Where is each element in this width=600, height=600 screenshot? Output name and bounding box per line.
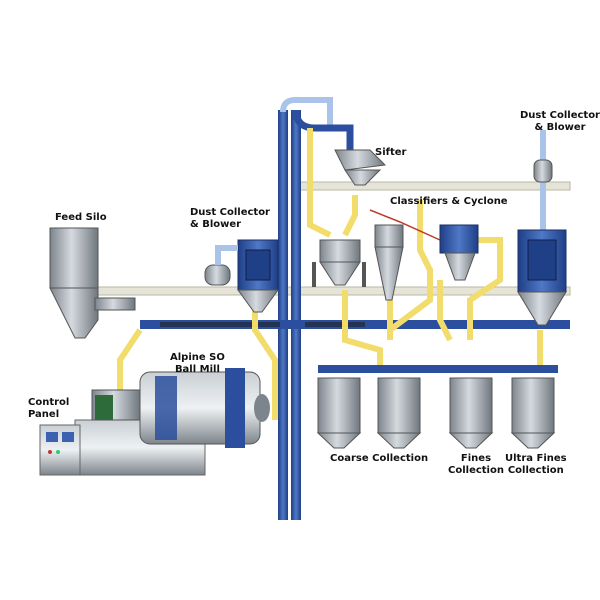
collection-bins: [316, 377, 556, 449]
feed-silo: [49, 227, 136, 339]
label-feed-silo: Feed Silo: [55, 212, 107, 223]
bin-ultra-fines: [510, 377, 556, 449]
bin-coarse-1: [316, 377, 362, 449]
classifier-left: [312, 239, 366, 287]
label-dust-collector-mid: Dust Collector& Blower: [190, 207, 270, 230]
label-dust-collector-top-right: Dust Collector& Blower: [520, 110, 600, 133]
vertical-elevator-pipes: [278, 97, 354, 520]
cyclone: [374, 224, 404, 301]
bin-fines: [448, 377, 494, 449]
dust-collector-mid: [204, 239, 279, 313]
signal-line: [369, 209, 441, 241]
screw-conveyor: [140, 320, 570, 329]
sifter: [334, 149, 387, 186]
control-panel: [39, 424, 81, 476]
label-sifter: Sifter: [375, 147, 407, 158]
label-coarse-collection: Coarse Collection: [330, 453, 429, 464]
dust-collector-right: [517, 130, 567, 326]
ball-mill: [74, 368, 270, 476]
yellow-pipes: [117, 128, 543, 420]
label-classifiers-cyclone: Classifiers & Cyclone: [390, 196, 508, 207]
collection-header: [318, 365, 558, 373]
classifier-right: [439, 224, 479, 281]
bin-coarse-2: [376, 377, 422, 449]
